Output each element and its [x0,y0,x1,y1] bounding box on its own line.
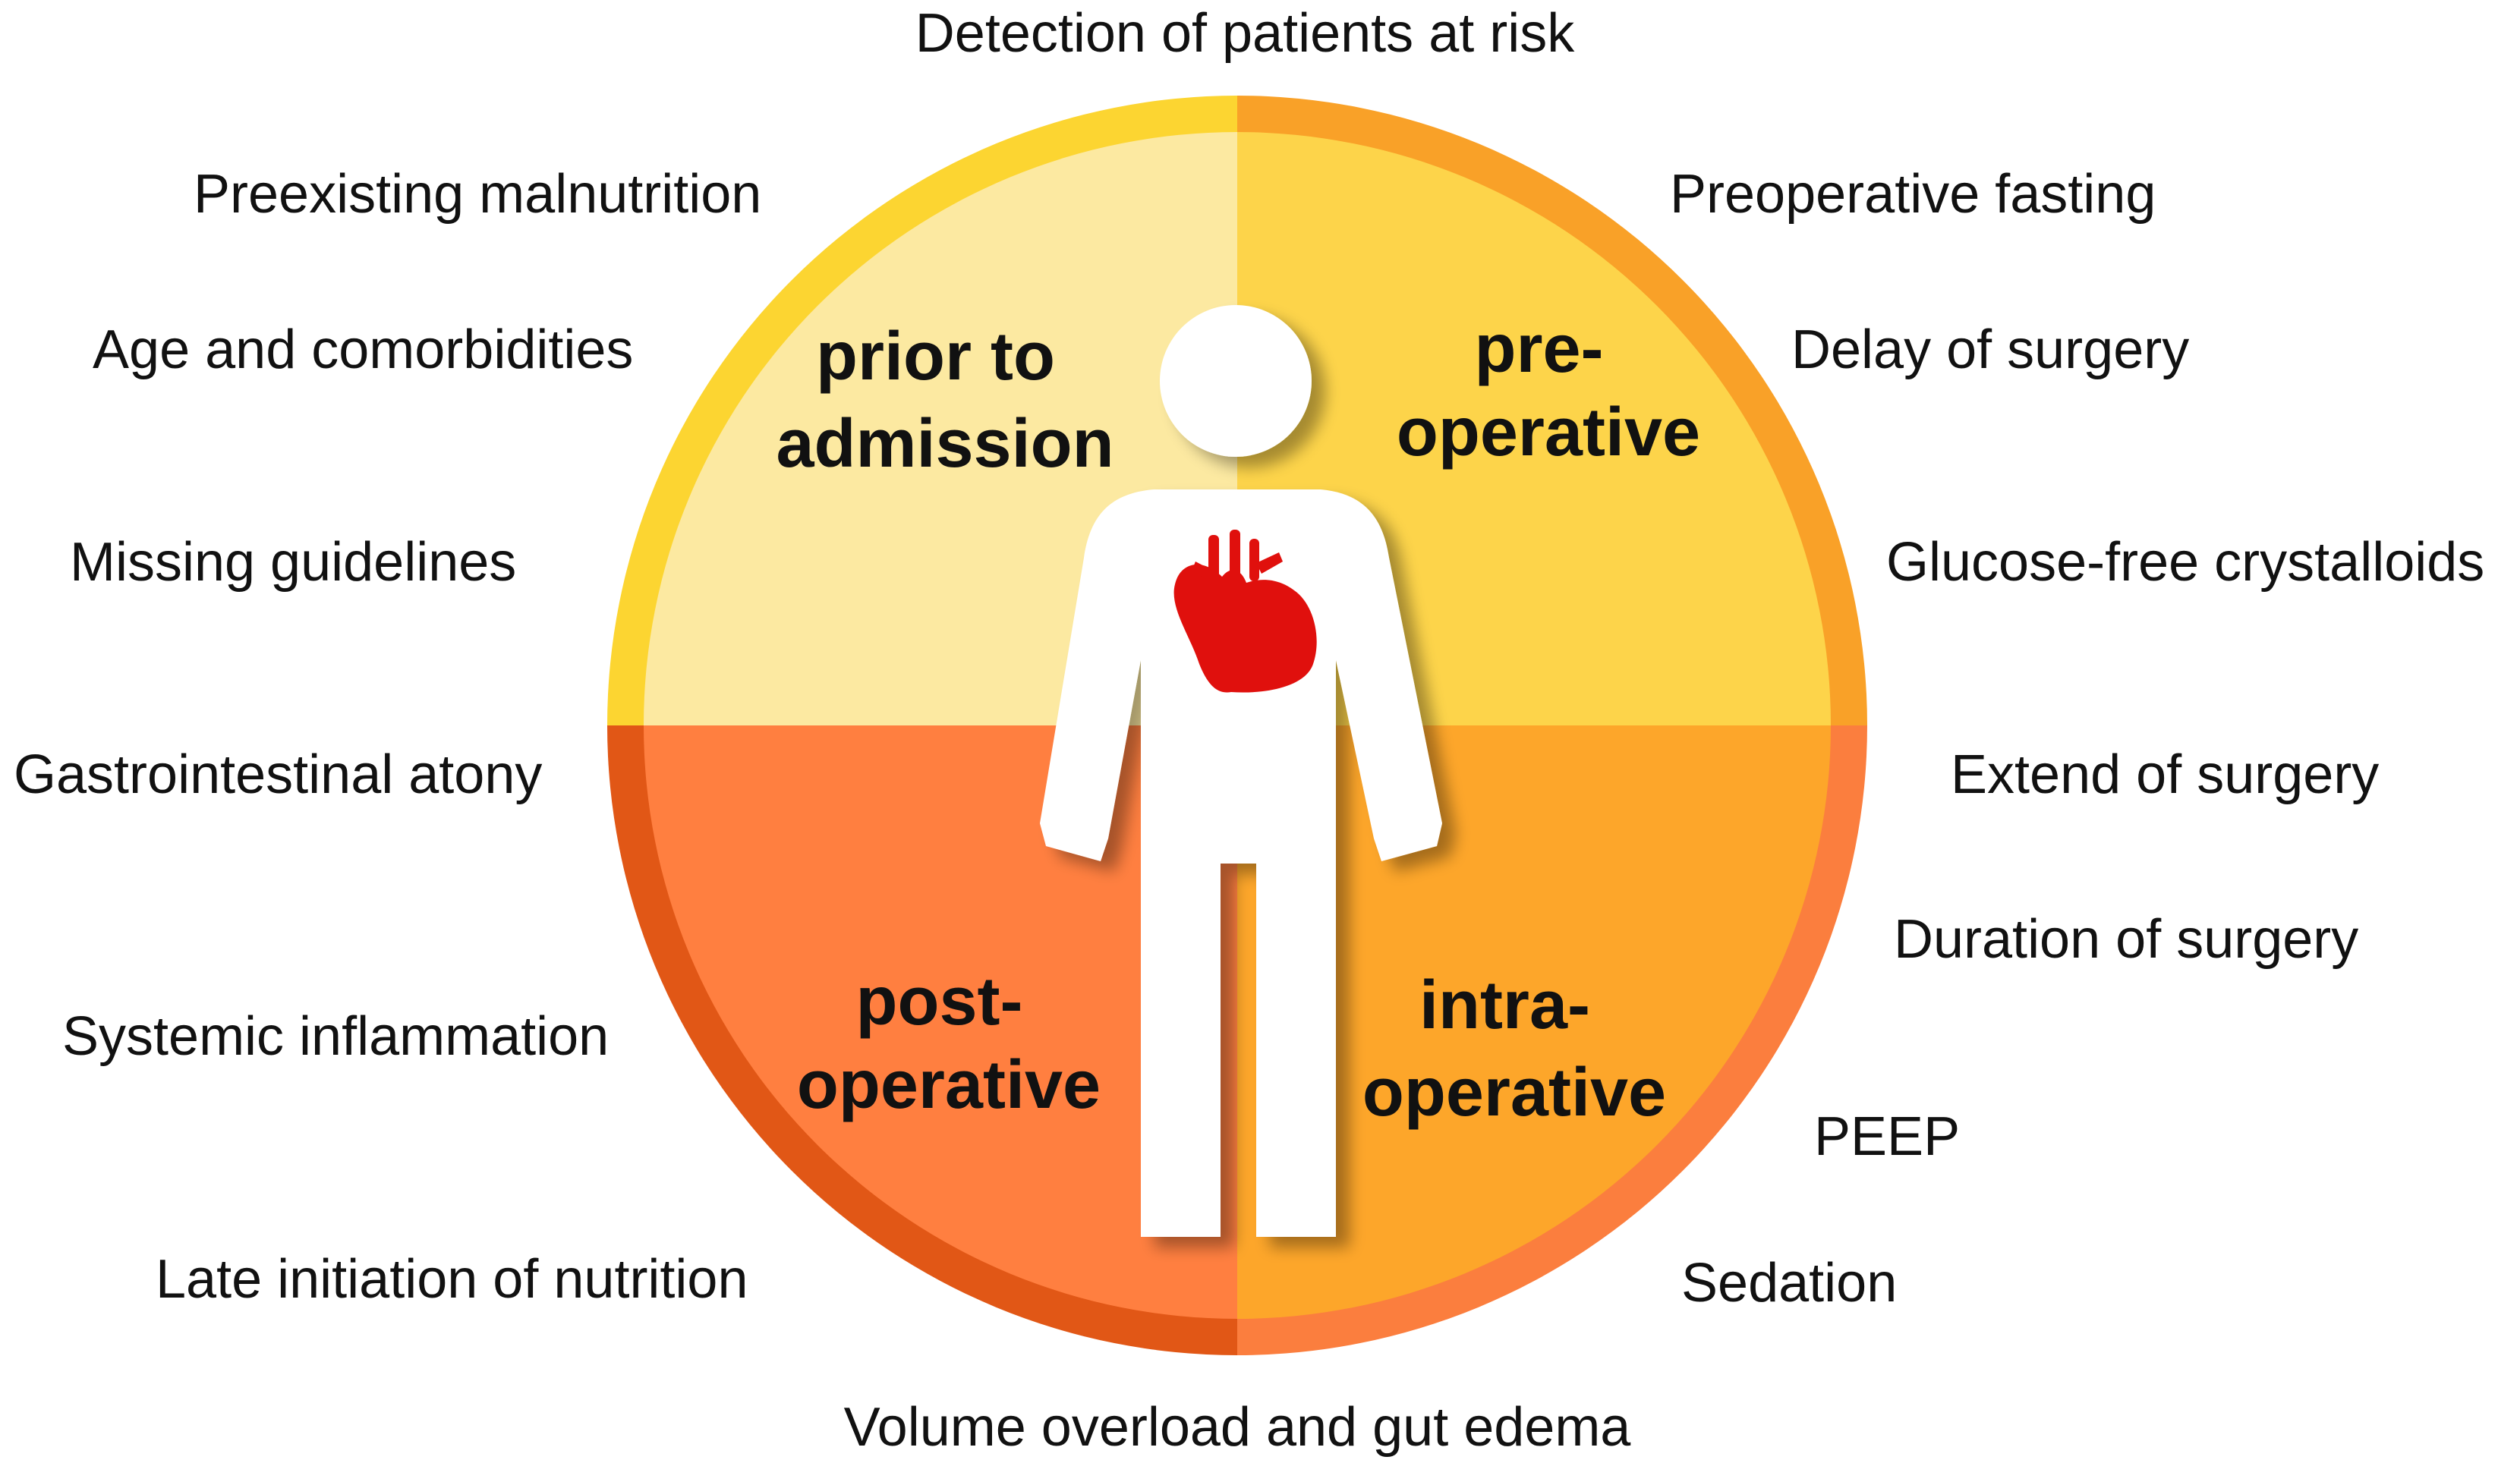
factor-left-2: Age and comorbidities [93,319,633,380]
factor-right-1: Preoperative fasting [1670,164,2156,225]
factor-right-4: Extend of surgery [1951,744,2379,805]
factor-left-6: Late initiation of nutrition [156,1249,748,1310]
person-silhouette-icon [1040,305,1442,1237]
factor-left-3: Missing guidelines [70,532,516,593]
person-body [1040,489,1442,1237]
factor-right-7: Sedation [1681,1253,1897,1314]
factor-right-3: Glucose-free crystalloids [1886,532,2484,593]
factor-right-2: Delay of surgery [1791,319,2189,380]
factor-top: Detection of patients at risk [915,3,1575,64]
factor-right-6: PEEP [1814,1106,1960,1167]
phase-label-intra: intra- operative [1362,967,1666,1131]
factor-bottom: Volume overload and gut edema [844,1397,1632,1458]
wheel-quadrants [607,96,1867,1355]
heart-icon [1173,530,1317,693]
phase-label-post: post- operative [797,964,1101,1123]
person-head [1160,305,1312,457]
factor-left-4: Gastrointestinal atony [14,744,542,805]
factor-left-1: Preexisting malnutrition [194,164,761,225]
quadrant-intra [1237,725,1831,1319]
phase-label-prior: prior to admission [776,319,1114,482]
factor-labels: Detection of patients at risk Preexistin… [14,3,2484,1458]
quadrant-post [644,725,1237,1319]
phase-label-pre: pre- operative [1397,311,1700,470]
factor-left-5: Systemic inflammation [62,1006,609,1067]
factor-right-5: Duration of surgery [1894,909,2358,970]
